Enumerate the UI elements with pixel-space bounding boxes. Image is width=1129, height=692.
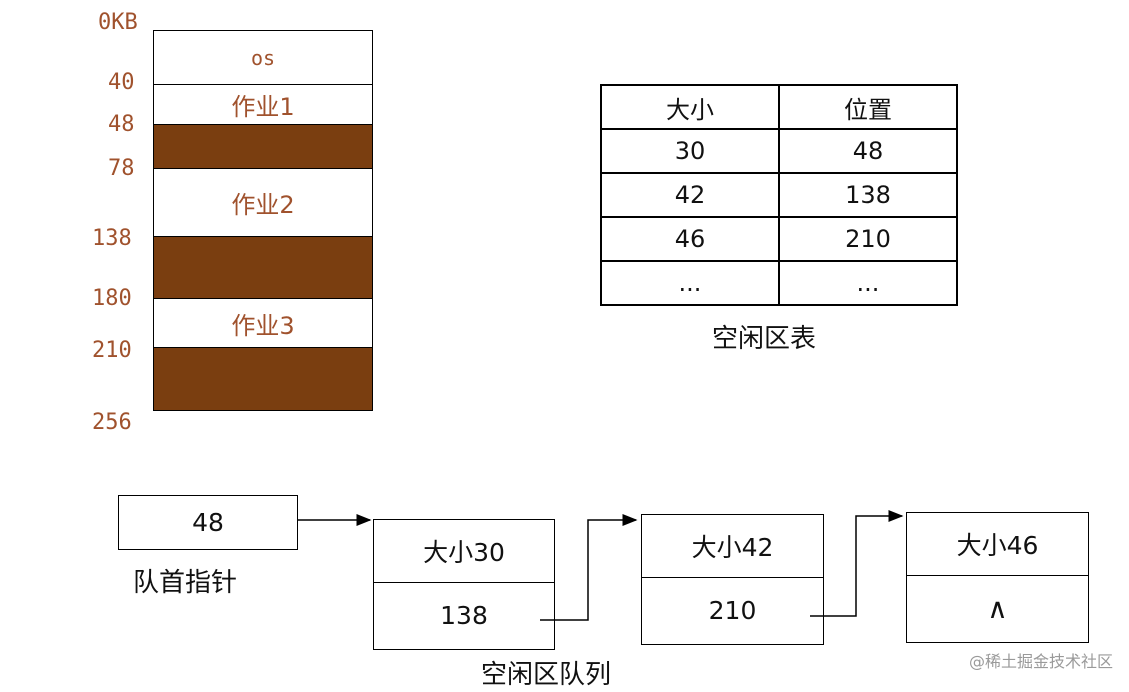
- table-header-row: 大小 位置: [600, 84, 958, 130]
- job-label: 作业1: [231, 93, 295, 121]
- node-size: 大小46: [907, 513, 1088, 576]
- address-label: 78: [108, 156, 135, 181]
- node-size: 大小30: [374, 520, 554, 583]
- table-cell: 138: [778, 172, 958, 218]
- table-cell: ...: [778, 260, 958, 306]
- table-row: ... ...: [600, 260, 958, 306]
- head-pointer-label: 队首指针: [133, 568, 238, 598]
- table-row: 42 138: [600, 172, 958, 218]
- job-label: 作业2: [231, 191, 295, 219]
- os-label: os: [250, 45, 276, 70]
- free-block: [153, 236, 373, 299]
- address-label: 180: [92, 286, 132, 311]
- queue-node: 大小46 ∧: [906, 512, 1089, 643]
- node-size: 大小42: [642, 515, 823, 578]
- node-next: ∧: [987, 592, 1008, 625]
- queue-node: 大小30 138: [373, 519, 555, 650]
- queue-head-box: 48: [118, 495, 298, 550]
- address-label: 210: [92, 338, 132, 363]
- table-caption: 空闲区表: [712, 324, 817, 354]
- queue-node: 大小42 210: [641, 514, 824, 645]
- table-cell: 30: [600, 128, 780, 174]
- address-label: 0KB: [98, 10, 138, 35]
- free-area-table: 大小 位置 30 48 42 138 46 210 ... ...: [600, 84, 958, 306]
- queue-caption: 空闲区队列: [481, 660, 612, 690]
- free-block: [153, 347, 373, 411]
- address-label: 138: [92, 226, 132, 251]
- address-label: 256: [92, 410, 132, 435]
- table-cell: 48: [778, 128, 958, 174]
- free-block: [153, 124, 373, 169]
- table-header: 大小: [600, 84, 780, 130]
- table-cell: ...: [600, 260, 780, 306]
- link-arrow: [540, 514, 638, 621]
- job-block: 作业3: [153, 298, 373, 348]
- job-block: 作业2: [153, 168, 373, 237]
- table-cell: 42: [600, 172, 780, 218]
- table-row: 30 48: [600, 128, 958, 174]
- watermark: @稀土掘金技术社区: [968, 652, 1113, 671]
- os-block: os: [153, 30, 373, 85]
- node-next: 138: [440, 601, 488, 630]
- table-header: 位置: [778, 84, 958, 130]
- address-label: 40: [108, 70, 135, 95]
- node-next: 210: [708, 596, 757, 625]
- link-arrow: [810, 510, 904, 617]
- table-row: 46 210: [600, 216, 958, 262]
- table-cell: 46: [600, 216, 780, 262]
- job-label: 作业3: [231, 311, 295, 340]
- table-cell: 210: [778, 216, 958, 262]
- head-value: 48: [192, 508, 224, 537]
- address-label: 48: [108, 112, 135, 137]
